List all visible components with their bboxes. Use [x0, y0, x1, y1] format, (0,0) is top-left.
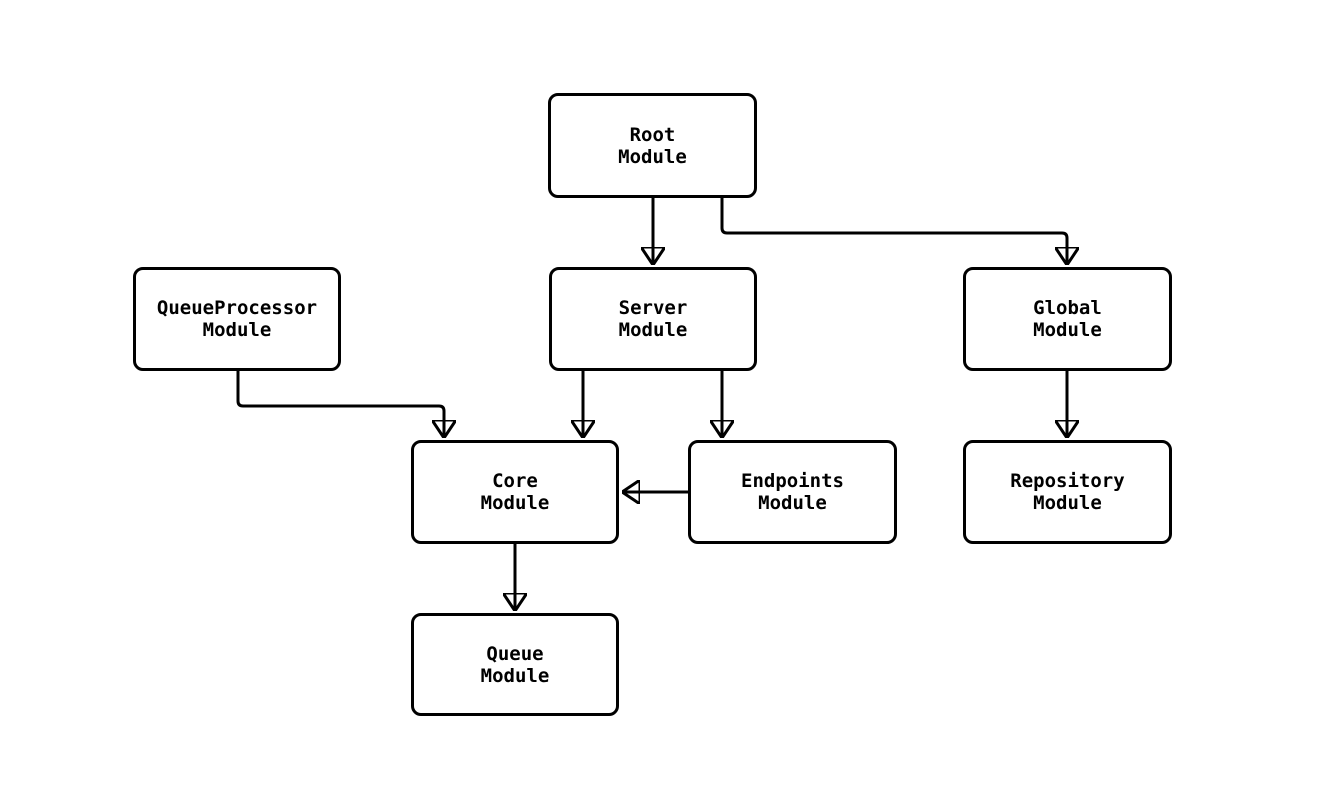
node-endpoints-module-label: Endpoints Module — [741, 470, 844, 514]
node-queueprocessor-module: QueueProcessor Module — [133, 267, 341, 371]
node-queue-module-label: Queue Module — [480, 642, 550, 687]
edge-queueprocessor-to-core — [236, 371, 444, 437]
node-repository-module-label: Repository Module — [1010, 470, 1125, 514]
node-repository-module: Repository Module — [963, 440, 1172, 544]
node-core-module-label: Core Module — [480, 470, 550, 514]
node-queue-module: Queue Module — [411, 613, 619, 716]
node-global-module-label: Global Module — [1033, 297, 1102, 341]
node-queueprocessor-module-label: QueueProcessor Module — [156, 297, 318, 341]
node-global-module: Global Module — [963, 267, 1172, 371]
edge-root-to-global — [720, 198, 1067, 264]
node-core-module: Core Module — [411, 440, 619, 544]
node-server-module-label: Server Module — [618, 297, 688, 341]
node-server-module: Server Module — [549, 267, 757, 371]
node-endpoints-module: Endpoints Module — [688, 440, 897, 544]
node-root-module: Root Module — [548, 93, 757, 198]
node-root-module-label: Root Module — [618, 123, 687, 168]
